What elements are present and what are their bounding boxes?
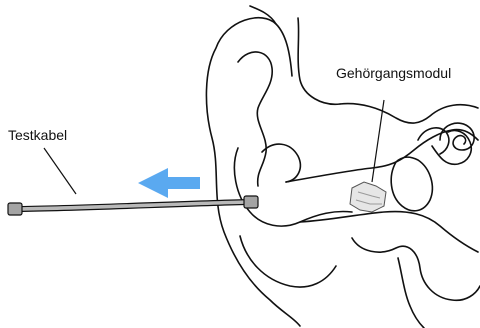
lower-tissue	[352, 238, 480, 300]
ossicles	[418, 128, 471, 164]
cable-label: Testkabel	[8, 128, 67, 142]
ear-helix-outline	[206, 18, 300, 326]
ear-canal-module	[350, 182, 386, 212]
ear-tragus	[262, 144, 300, 182]
right-upper-tissue	[340, 104, 478, 123]
ear-antihelix	[238, 52, 272, 186]
cochlea	[440, 123, 474, 150]
cable-connector-left	[8, 203, 22, 215]
pull-direction-arrow-icon	[138, 168, 200, 198]
ear-lobe	[240, 236, 336, 287]
module-label: Gehörgangsmodul	[336, 66, 451, 80]
cable-leader-line	[44, 148, 76, 194]
ear-upper-fold	[298, 18, 340, 104]
test-cable	[8, 196, 258, 215]
ear-canal-lower	[300, 212, 478, 252]
ear-concha	[234, 148, 352, 226]
eardrum	[391, 157, 432, 211]
module-leader-line	[372, 100, 384, 182]
cable-connector-right	[244, 196, 258, 208]
